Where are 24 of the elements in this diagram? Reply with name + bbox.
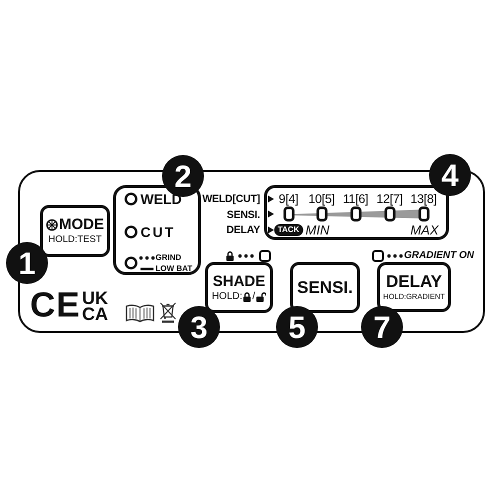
- scale-value: 11[6]: [342, 192, 368, 205]
- callout-number: 5: [276, 306, 318, 348]
- scale-label: MAX: [410, 223, 438, 236]
- callout-number: 7: [361, 306, 403, 348]
- certification-mark: UK CA: [82, 290, 109, 322]
- indicator-label: LOW BAT: [156, 264, 192, 272]
- callout-number: 3: [178, 306, 220, 348]
- control-button: SHADE HOLD: /: [205, 262, 273, 313]
- control-button: MODE HOLD:TEST: [40, 205, 110, 257]
- row-label: WELD[CUT]: [202, 194, 260, 204]
- callout-number: 1: [6, 242, 48, 284]
- status-label: GRADIENT ON: [404, 251, 474, 261]
- display-panel: [264, 185, 449, 240]
- row-label: SENSI.: [226, 209, 260, 220]
- scale-value: 12[7]: [376, 192, 403, 205]
- scale-label: MIN: [306, 223, 330, 236]
- certification-mark: CE: [30, 288, 81, 322]
- row-label: DELAY: [226, 224, 260, 236]
- indicator-panel: [113, 185, 201, 275]
- indicator-label: CUT: [140, 224, 176, 238]
- control-button: SENSI.: [290, 262, 360, 313]
- scale-value: 9[4]: [278, 192, 298, 205]
- scale-value: 10[5]: [308, 192, 335, 205]
- indicator-label: GRIND: [156, 254, 182, 262]
